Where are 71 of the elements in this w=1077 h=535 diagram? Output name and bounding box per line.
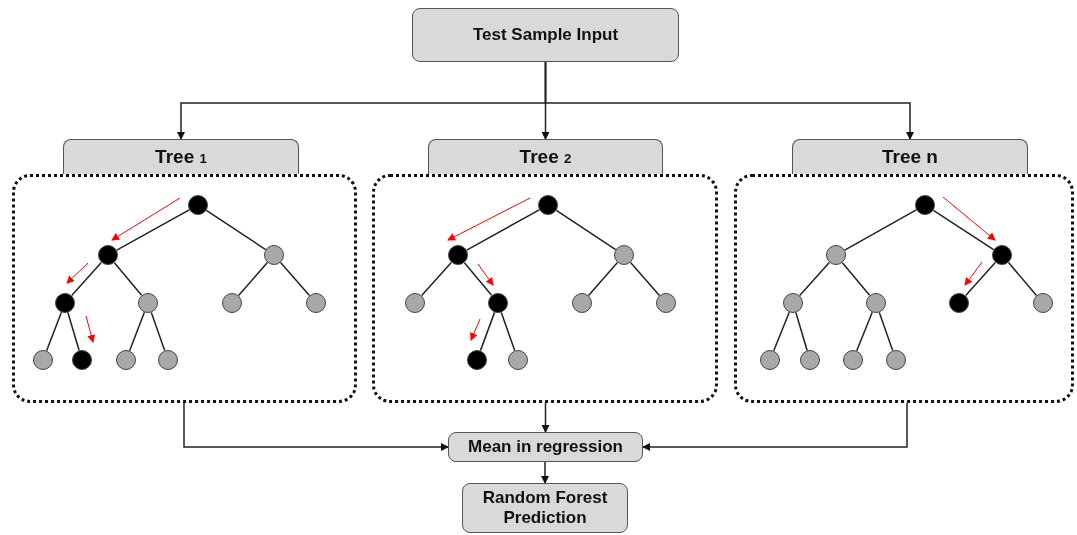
tree-node-circle (158, 350, 178, 370)
tree-node-circle (915, 195, 935, 215)
tree-branch (466, 209, 540, 251)
tree-node-circle (55, 293, 75, 313)
tree-node-circle (992, 245, 1012, 265)
tree-branch (795, 311, 808, 352)
tree-branch (841, 261, 871, 297)
tree-branch (279, 261, 311, 297)
tree-node-circle (405, 293, 425, 313)
tree-branch (629, 261, 661, 297)
tree-node-circle (72, 350, 92, 370)
tree-branch (878, 311, 894, 352)
tree-branch (237, 261, 269, 297)
tree-branch (150, 311, 166, 352)
tree-node-circle (800, 350, 820, 370)
tree-branch (67, 311, 80, 352)
arrow (541, 461, 549, 484)
arrow (183, 402, 449, 451)
tree-branch (932, 209, 995, 251)
tree-branch (856, 311, 873, 352)
tree-node-circle (448, 245, 468, 265)
tree-node-circle (826, 245, 846, 265)
arrow (541, 402, 550, 433)
tree-panel (372, 174, 718, 403)
tree-branch (587, 261, 619, 297)
tree-node-circle (760, 350, 780, 370)
tree-node-circle (783, 293, 803, 313)
tree-node-circle (188, 195, 208, 215)
tree-node-circle (538, 195, 558, 215)
tree-branch (1007, 261, 1038, 297)
tree-branch (205, 209, 267, 251)
tree-node-circle (306, 293, 326, 313)
tree-branch (964, 261, 997, 297)
tree-node-circle (866, 293, 886, 313)
tree-node-circle (1033, 293, 1053, 313)
tree-branch (45, 311, 63, 352)
tree-branch (70, 261, 103, 297)
tree-node-circle (572, 293, 592, 313)
tree-node-circle (656, 293, 676, 313)
process-box: Mean in regression (448, 432, 643, 462)
process-box: Test Sample Input (412, 8, 679, 62)
tree-branch (113, 261, 143, 297)
tree-branch (798, 261, 831, 297)
tree-node-circle (222, 293, 242, 313)
tree-branch (843, 209, 918, 251)
arrow (544, 61, 914, 140)
tree-branch (773, 311, 790, 352)
process-box: Random Forest Prediction (462, 483, 628, 533)
tree-node-circle (488, 293, 508, 313)
tree-node-circle (33, 350, 53, 370)
tree-branch (500, 311, 516, 352)
tree-node-circle (843, 350, 863, 370)
tree-header: Tree n (792, 139, 1028, 174)
tree-node-circle (116, 350, 136, 370)
tree-node-circle (467, 350, 487, 370)
tree-node-circle (508, 350, 528, 370)
tree-node-circle (614, 245, 634, 265)
arrow (642, 402, 908, 451)
tree-node-circle (98, 245, 118, 265)
tree-node-circle (264, 245, 284, 265)
tree-branch (463, 261, 493, 297)
tree-node-circle (886, 350, 906, 370)
tree-branch (479, 311, 496, 352)
tree-node-circle (138, 293, 158, 313)
tree-branch (116, 209, 190, 251)
tree-branch (128, 311, 146, 352)
tree-branch (555, 209, 617, 251)
tree-panel (734, 174, 1074, 403)
tree-branch (420, 261, 453, 297)
tree-panel (12, 174, 357, 403)
tree-node-circle (949, 293, 969, 313)
